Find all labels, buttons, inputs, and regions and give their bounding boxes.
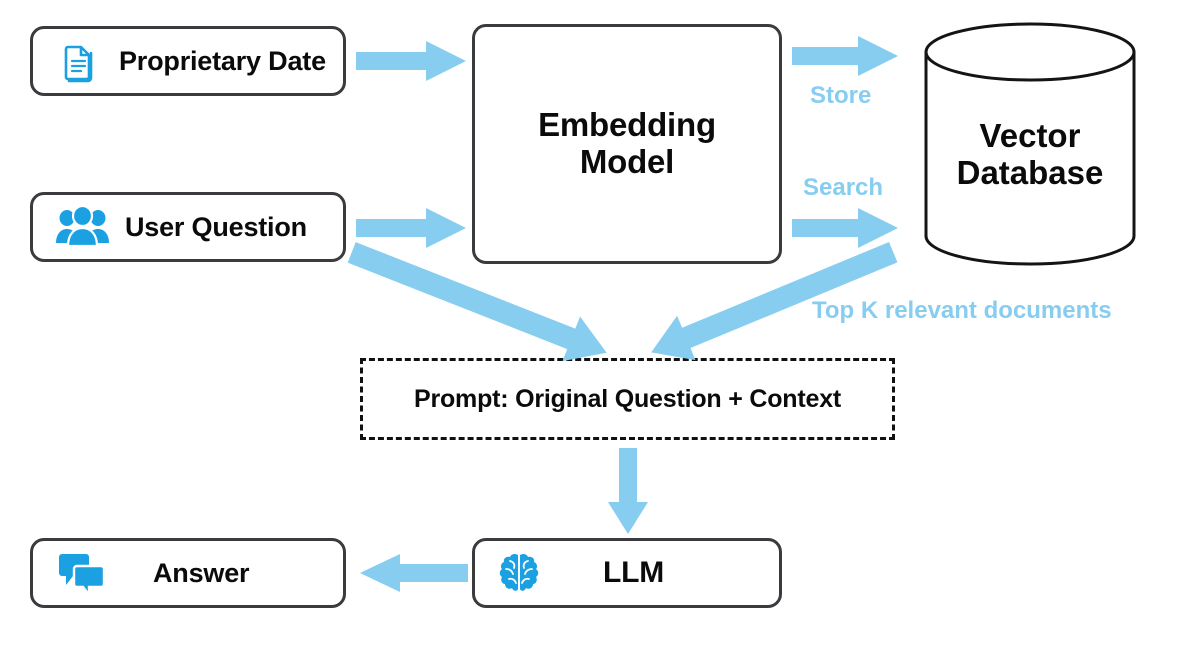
node-user-question-label: User Question [125,211,307,242]
edge-label-store: Store [810,82,872,109]
node-vector-database[interactable]: Vector Database [922,22,1138,266]
node-proprietary-data[interactable]: Proprietary Date [30,26,346,96]
node-prompt-label: Prompt: Original Question + Context [413,385,842,413]
arrow-llm-to-answer [360,554,468,592]
arrow-embedding-to-vectordb-store [792,36,898,76]
edge-label-search: Search [803,174,884,201]
arrow-vectordb-to-prompt [651,242,898,361]
node-embedding-model-label-line1: Embedding [538,106,716,144]
node-vector-database-text: Vector Database [922,117,1138,192]
arrow-question-to-prompt [347,242,607,362]
node-llm[interactable]: LLM [472,538,782,608]
arrow-question-to-embedding [356,208,466,248]
node-prompt[interactable]: Prompt: Original Question + Context [360,358,895,440]
node-llm-label: LLM [603,556,665,590]
node-vector-database-label-line2: Database [956,153,1104,191]
chat-bubbles-icon [55,549,109,597]
documents-icon [55,38,101,84]
node-embedding-model-label-line2: Model [579,143,675,180]
users-icon [55,204,111,250]
node-embedding-model[interactable]: Embedding Model [472,24,782,264]
brain-icon [497,551,541,595]
arrow-embedding-to-vectordb-search [792,208,898,248]
node-answer[interactable]: Answer [30,538,346,608]
node-vector-database-label-line1: Vector [979,117,1081,154]
edge-label-top-k: Top K relevant documents [812,297,1112,324]
arrow-data-to-embedding [356,41,466,81]
arrow-prompt-to-llm [608,448,648,534]
node-answer-label: Answer [153,557,250,588]
node-user-question[interactable]: User Question [30,192,346,262]
node-proprietary-data-label: Proprietary Date [119,45,326,76]
